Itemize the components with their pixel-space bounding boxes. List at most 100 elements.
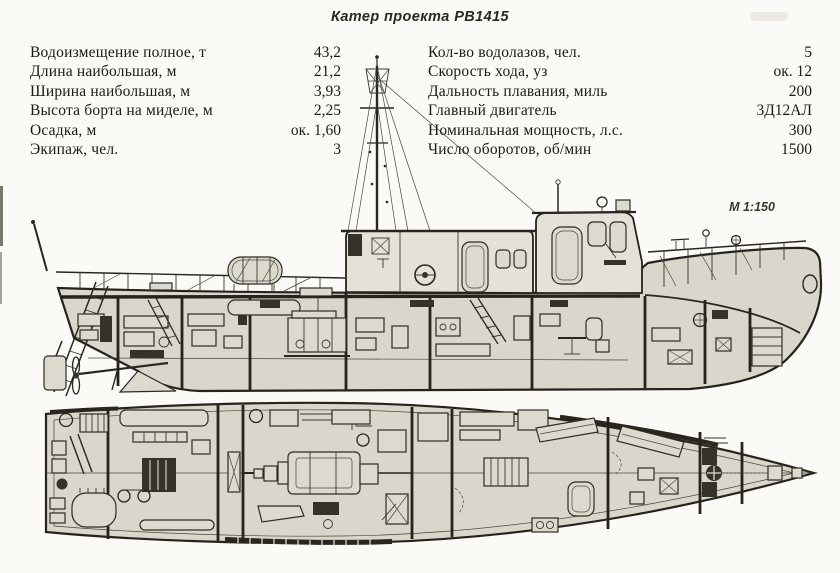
tank (417, 412, 449, 442)
propeller (71, 356, 177, 395)
spec-label: Главный двигатель (428, 102, 557, 120)
spec-row-crew: Экипаж, чел. 3 (30, 140, 341, 159)
compressor (356, 433, 370, 447)
spec-label: Скорость хода, уз (428, 63, 548, 81)
wheelhouse-window (587, 221, 607, 247)
spec-row-beam: Ширина наибольшая, м 3,93 (30, 82, 341, 101)
workbench (257, 505, 305, 523)
spec-row-range: Дальность плавания, миль 200 (428, 82, 812, 101)
spec-label: Дальность плавания, миль (428, 82, 608, 100)
spec-label: Число оборотов, об/мин (428, 141, 592, 159)
spec-value: 5 (804, 44, 812, 61)
spec-value: ок. 1,60 (290, 121, 341, 139)
plan-crew-cabin (417, 409, 599, 533)
spec-value: 21,2 (313, 63, 341, 81)
spec-row-length: Длина наибольшая, м 21,2 (30, 62, 341, 81)
capstan (730, 234, 742, 246)
gearbox (359, 463, 379, 485)
generator (142, 458, 176, 492)
deck-hatch (149, 282, 173, 291)
deckhouse-door (461, 241, 489, 293)
plan-stern-compartment (49, 412, 117, 528)
searchlight (596, 196, 608, 208)
wheelhouse (531, 179, 643, 294)
cowl-ventilator (702, 229, 710, 237)
spec-value: ок. 12 (773, 63, 812, 81)
x-hatch-box (371, 237, 390, 255)
spec-row-speed: Скорость хода, уз ок. 12 (428, 62, 812, 81)
propeller-shaft (78, 361, 169, 376)
stern-tank (71, 492, 117, 528)
ladder-midship (469, 297, 507, 345)
spec-value: 3 (333, 141, 341, 159)
window-wiper (605, 243, 617, 259)
chair (567, 481, 595, 517)
plan-aft-cabin (117, 409, 215, 531)
bollard (670, 238, 690, 241)
deckhouse-window (495, 249, 511, 269)
plan-bow-compartment (702, 437, 803, 497)
table (637, 467, 655, 481)
wheelhouse-window (609, 221, 627, 253)
deckhouse-window (513, 249, 527, 269)
spec-row-engine: Главный двигатель 3Д12АЛ (428, 101, 812, 120)
deck-hatch (299, 287, 333, 297)
wheelhouse-door (551, 226, 583, 285)
spec-label: Экипаж, чел. (30, 141, 119, 159)
ladder-aft (147, 297, 181, 347)
spec-label: Номинальная мощность, л.с. (428, 121, 624, 139)
spec-row-divers: Кол-во водолазов, чел. 5 (428, 43, 812, 62)
spec-table-left-column: Водоизмещение полное, т 43,2 Длина наибо… (30, 43, 341, 159)
spec-row-draft: Осадка, м ок. 1,60 (30, 121, 341, 140)
shaft-strut (111, 367, 119, 391)
spec-row-displacement: Водоизмещение полное, т 43,2 (30, 43, 341, 62)
rudder (43, 340, 67, 391)
spec-label: Осадка, м (30, 121, 97, 139)
door-swing (611, 451, 622, 475)
scan-edge-artifact (0, 186, 3, 246)
main-engine-side (284, 297, 350, 357)
spec-value: 3,93 (313, 82, 341, 100)
spec-value: 1500 (781, 141, 812, 159)
scan-smudge (750, 12, 788, 21)
bench (435, 343, 491, 357)
spec-row-depth: Высота борта на миделе, м 2,25 (30, 101, 341, 120)
plan-officer-cabin (611, 425, 685, 505)
spec-label: Ширина наибольшая, м (30, 82, 191, 100)
interior-equipment-side (77, 297, 783, 367)
spec-value: 43,2 (313, 44, 341, 61)
windlass-gear (692, 312, 708, 328)
spec-value: 2,25 (313, 102, 341, 120)
flagstaff (31, 220, 48, 272)
spec-label: Водоизмещение полное, т (30, 44, 207, 61)
drawing-scale-label: М 1:150 (729, 200, 775, 214)
spec-row-rpm: Число оборотов, об/мин 1500 (428, 140, 812, 159)
skeg (118, 370, 177, 393)
angled-bunk (535, 417, 599, 443)
deckhouse (341, 229, 537, 294)
table-side (558, 337, 586, 355)
edge-band (49, 406, 119, 414)
bow-fairlead (802, 274, 818, 294)
edge-band (224, 537, 393, 545)
plan-engine-room (227, 408, 412, 529)
aft-railing (55, 271, 346, 292)
locker (119, 409, 209, 427)
main-deck-line (59, 294, 641, 299)
spec-table-right-column: Кол-во водолазов, чел. 5 Скорость хода, … (428, 43, 812, 159)
forecastle-deck-line (644, 294, 801, 334)
door-swing (454, 487, 464, 515)
spec-value: 3Д12АЛ (756, 102, 812, 120)
bow-steps (751, 327, 783, 367)
spec-label: Высота борта на миделе, м (30, 102, 213, 120)
mast (347, 55, 538, 232)
fore-railing (647, 240, 807, 287)
spec-label: Кол-во водолазов, чел. (428, 44, 581, 61)
wardrobe (517, 409, 549, 431)
page-title: Катер проекта РВ1415 (331, 9, 509, 25)
roof-vent (615, 199, 631, 212)
stool (595, 339, 610, 353)
spec-label: Длина наибольшая, м (30, 63, 177, 81)
frame-ticks (237, 537, 371, 546)
